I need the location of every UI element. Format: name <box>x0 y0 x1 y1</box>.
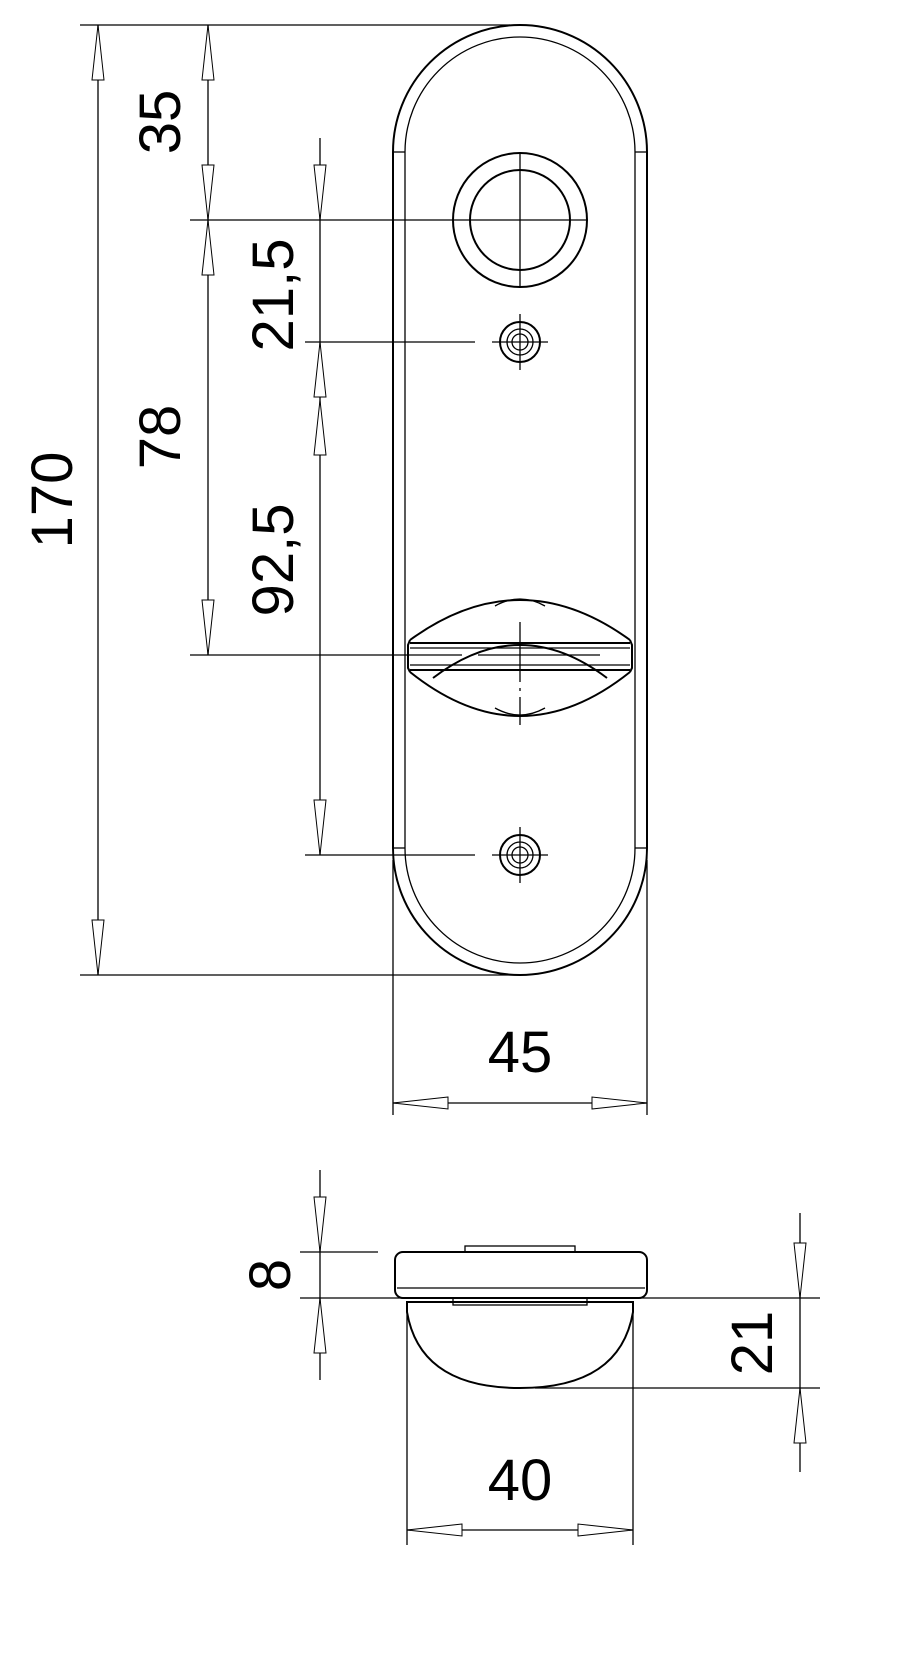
side-view <box>300 1170 820 1545</box>
screw-hole-top <box>492 314 548 370</box>
dim-21: 21 <box>720 1311 785 1376</box>
dim-78: 78 <box>128 405 193 470</box>
dimension-lines <box>91 24 648 1110</box>
dim-40: 40 <box>488 1448 553 1513</box>
cylinder-hole <box>440 152 588 288</box>
dim-92-5: 92,5 <box>241 504 306 617</box>
dim-35: 35 <box>128 90 193 155</box>
extension-lines <box>80 24 648 1115</box>
dim-8: 8 <box>238 1259 303 1291</box>
dim-170: 170 <box>20 452 85 549</box>
screw-hole-bottom <box>492 827 548 883</box>
turn-knob <box>190 598 633 725</box>
front-plate <box>392 24 648 976</box>
dim-45: 45 <box>488 1020 553 1085</box>
dim-21-5: 21,5 <box>241 239 306 352</box>
